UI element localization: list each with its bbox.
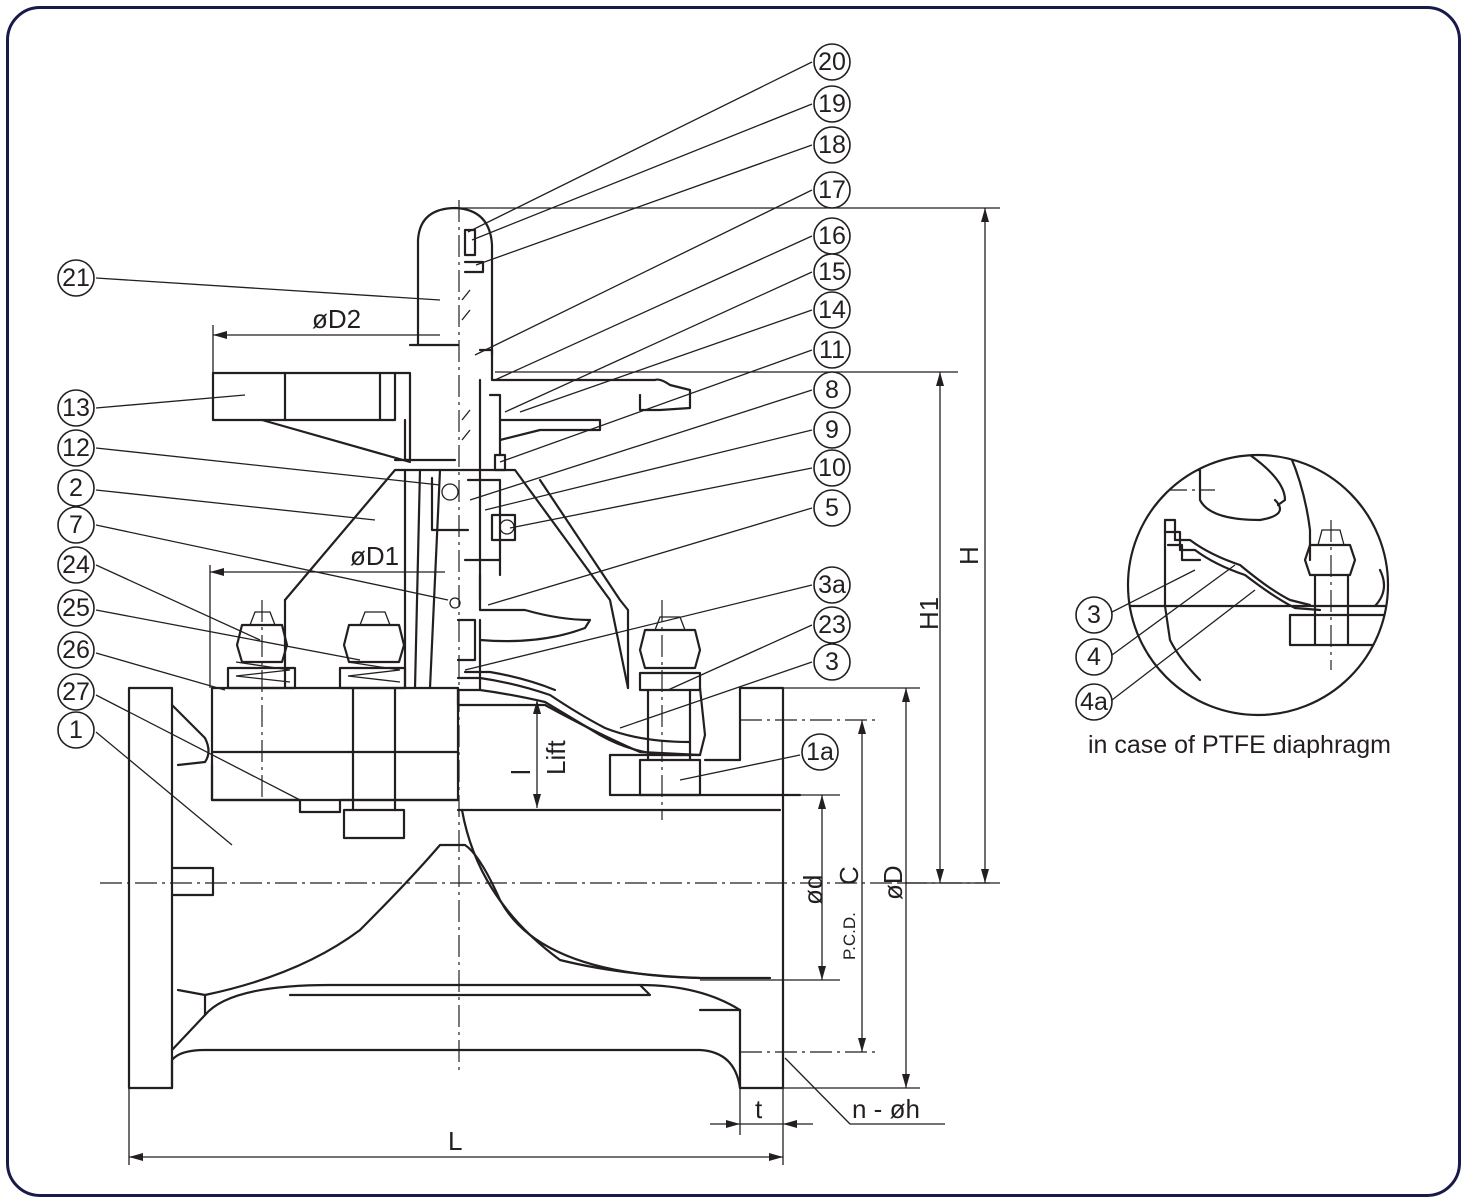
callout-label: 5 <box>825 494 839 522</box>
callout-label: 2 <box>69 474 83 502</box>
callout-8: 8 <box>813 371 851 409</box>
callout-label: 23 <box>818 611 846 639</box>
callout-2: 2 <box>57 469 95 507</box>
callouts-right: 20 19 18 17 16 15 14 11 8 9 10 5 3a 23 3… <box>801 43 851 771</box>
callout-11: 11 <box>813 331 851 369</box>
callout-label: 27 <box>62 678 90 706</box>
callout-label: 18 <box>818 131 846 159</box>
callout-7: 7 <box>57 506 95 544</box>
bolt-right <box>638 616 702 797</box>
detail-callout-3: 3 <box>1075 596 1113 634</box>
callout-3: 3 <box>813 643 851 681</box>
drawing-frame <box>6 6 1461 1197</box>
callout-label: 13 <box>62 394 90 422</box>
dim-d1-label: øD1 <box>350 541 399 571</box>
leader-lines <box>95 61 813 846</box>
dim-t-label: t <box>755 1094 763 1124</box>
callout-label: 1 <box>69 716 83 744</box>
callout-27: 27 <box>57 673 95 711</box>
dim-l-label: l <box>506 769 536 775</box>
callout-20: 20 <box>813 43 851 81</box>
callout-16: 16 <box>813 217 851 255</box>
callout-label: 4a <box>1080 688 1108 716</box>
stem-assembly <box>211 206 692 662</box>
detail-callout-4: 4 <box>1075 638 1113 676</box>
callout-13: 13 <box>57 389 95 427</box>
callout-label: 8 <box>825 376 839 404</box>
callout-label: 26 <box>62 636 90 664</box>
callout-label: 3a <box>818 571 846 599</box>
callout-10: 10 <box>813 449 851 487</box>
callout-label: 12 <box>62 434 90 462</box>
callout-5: 5 <box>813 489 851 527</box>
callout-25: 25 <box>57 589 95 627</box>
callout-1: 1 <box>57 711 95 749</box>
callout-17: 17 <box>813 171 851 209</box>
dim-c-label: C <box>834 866 864 885</box>
detail-caption: in case of PTFE diaphragm <box>1088 731 1391 759</box>
dim-lift-label: Lift <box>541 740 571 775</box>
callouts-left: 21 13 12 2 7 24 25 26 27 1 <box>57 259 95 749</box>
ptfe-detail-view: 3 4 4a in case of PTFE diaphragm <box>1075 453 1391 759</box>
bolt-center <box>338 611 407 840</box>
callout-12: 12 <box>57 429 95 467</box>
dim-h-label: H <box>954 546 984 565</box>
callout-24: 24 <box>57 546 95 584</box>
detail-callout-4a: 4a <box>1075 683 1113 721</box>
callout-label: 17 <box>818 176 846 204</box>
callout-label: 19 <box>818 90 846 118</box>
dim-h1-label: H1 <box>914 597 944 630</box>
dim-bigd-label: øD <box>878 865 908 900</box>
dim-nh-label: n - øh <box>852 1094 920 1124</box>
callout-label: 20 <box>818 48 846 76</box>
callout-label: 10 <box>818 454 846 482</box>
callout-1a: 1a <box>801 733 839 771</box>
callout-label: 24 <box>62 551 90 579</box>
callout-label: 15 <box>818 258 846 286</box>
callout-14: 14 <box>813 291 851 329</box>
bolt-left <box>226 611 297 690</box>
callout-15: 15 <box>813 253 851 291</box>
callout-label: 1a <box>806 738 834 766</box>
callout-label: 21 <box>62 264 90 292</box>
dimensions: øD2 øD1 H H1 l Lift ød C P.C.D. øD <box>128 207 1000 1165</box>
bonnet <box>210 468 707 802</box>
callout-label: 16 <box>818 222 846 250</box>
dim-bigl-label: L <box>448 1126 462 1156</box>
callout-label: 4 <box>1087 643 1101 671</box>
callout-label: 14 <box>818 296 846 324</box>
dim-d-label: ød <box>798 875 828 905</box>
callout-label: 7 <box>69 511 83 539</box>
dim-d2-label: øD2 <box>312 304 361 334</box>
callout-label: 9 <box>825 416 839 444</box>
callout-18: 18 <box>813 126 851 164</box>
callout-19: 19 <box>813 85 851 123</box>
callout-21: 21 <box>57 259 95 297</box>
callout-label: 25 <box>62 594 90 622</box>
callout-label: 3 <box>825 648 839 676</box>
callout-label: 11 <box>819 336 845 364</box>
callout-label: 3 <box>1087 601 1101 629</box>
dim-pcd-label: P.C.D. <box>840 912 859 960</box>
callout-23: 23 <box>813 606 851 644</box>
callout-26: 26 <box>57 631 95 669</box>
callout-9: 9 <box>813 411 851 449</box>
callout-3a: 3a <box>813 566 851 604</box>
